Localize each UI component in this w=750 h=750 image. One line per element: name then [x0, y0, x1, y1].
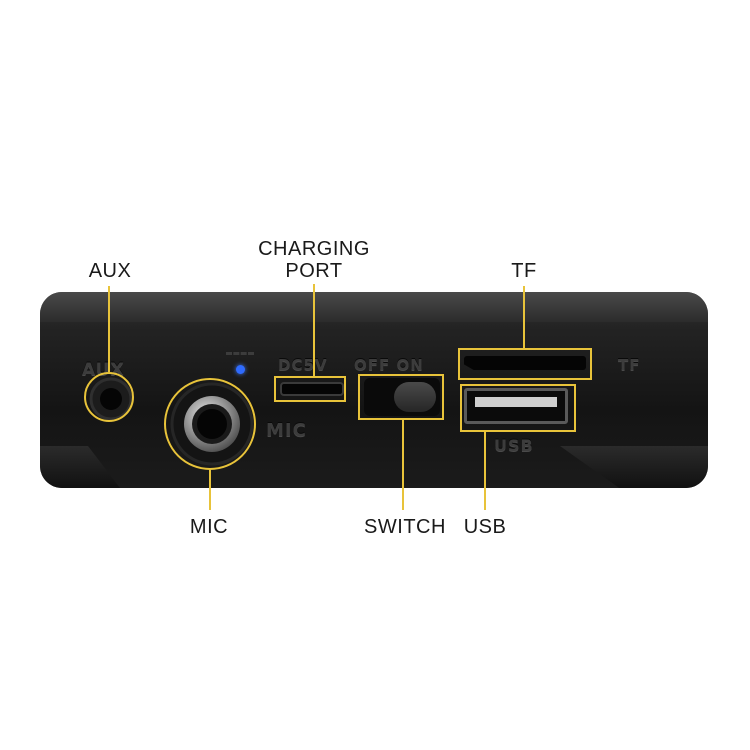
leader-mic — [209, 470, 211, 510]
callout-aux — [84, 372, 134, 422]
emboss-usb: USB — [494, 436, 534, 455]
led-marks — [226, 352, 254, 358]
leader-switch — [402, 420, 404, 510]
panel-bevel-right — [560, 446, 708, 488]
leader-charging-port — [313, 284, 315, 376]
panel-bevel-left — [40, 446, 120, 488]
callout-tf — [458, 348, 592, 380]
power-switch-knob — [394, 382, 436, 412]
emboss-dc5v: DC5V — [278, 356, 328, 374]
label-tf: TF — [511, 260, 537, 282]
callout-mic — [164, 378, 256, 470]
emboss-tf: TF — [618, 356, 641, 374]
callout-switch — [358, 374, 444, 420]
label-charging-port: CHARGING PORT — [258, 238, 370, 282]
label-switch: SWITCH — [364, 516, 446, 538]
callout-usb — [460, 384, 576, 432]
leader-aux — [108, 286, 110, 372]
leader-tf — [523, 286, 525, 348]
label-mic: MIC — [189, 516, 229, 538]
leader-usb — [484, 432, 486, 510]
emboss-mic: MIC — [266, 420, 307, 441]
callout-charging-port — [274, 376, 346, 402]
panel-top-ridge — [40, 292, 708, 322]
charging-port-slot — [280, 382, 344, 396]
usb-port-tongue — [475, 397, 557, 407]
label-aux: AUX — [88, 260, 132, 282]
power-switch — [364, 378, 440, 416]
label-usb: USB — [463, 516, 507, 538]
tf-card-slot — [464, 356, 586, 370]
led-indicator — [236, 365, 245, 374]
usb-port — [464, 388, 568, 424]
emboss-off-on: OFF ON — [354, 356, 424, 374]
